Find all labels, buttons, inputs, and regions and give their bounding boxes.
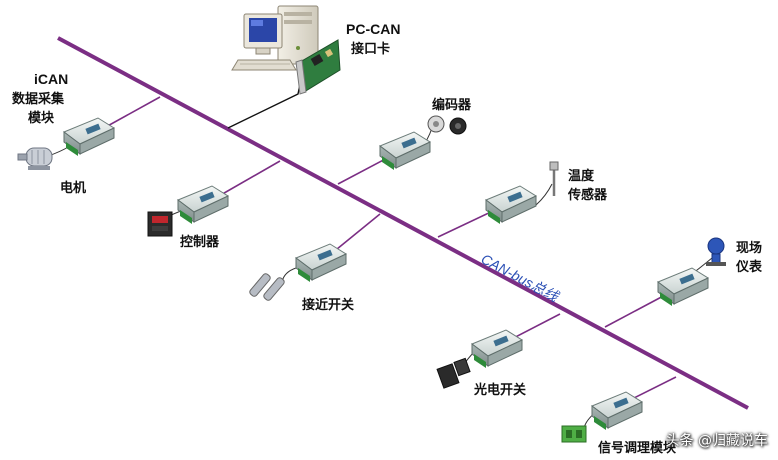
ican-module-6 [656,267,710,306]
can-interface-card-icon [295,39,341,95]
watermark: 头条 @归藏说车 [665,433,768,449]
signal-conditioning-label: 信号调理模块 [598,440,677,456]
ican-module-7 [470,329,524,368]
temperature-sensor-icon [549,161,559,196]
can-bus-line [57,36,749,410]
ican-module-3 [294,243,348,282]
field-instrument-icon [706,237,726,266]
pc-connection-line [227,74,303,129]
field-instrument-label-line2: 仪表 [735,259,763,275]
ican-module-4 [378,131,432,170]
temperature-sensor-label-line2: 传感器 [567,187,608,203]
temperature-sensor-label: 温度 [568,168,595,184]
ican-module-1 [62,117,116,156]
proximity-switch-icon [249,273,285,301]
ican-label-line3: 模块 [28,110,55,126]
ican-label: iCAN [34,71,68,87]
signal-conditioning-icon [561,425,587,443]
ican-module-5 [484,185,538,224]
device-leads [47,127,713,429]
field-instrument-label: 现场 [736,241,762,256]
encoder-label: 编码器 [432,97,472,113]
controller-icon [147,211,173,237]
ican-module-2 [176,185,230,224]
ican-label-line2: 数据采集 [12,91,65,107]
motor-label: 电机 [60,180,86,196]
pc-can-sublabel: 接口卡 [351,41,390,57]
pc-can-label: PC-CAN [346,21,400,37]
pc-computer-icon [231,5,319,71]
proximity-switch-label: 接近开关 [302,297,354,313]
can-bus-label: CAN-bus总线 [479,251,563,306]
photoelectric-switch-icon [436,357,471,389]
motor-icon [17,147,53,170]
encoder-icon [427,115,467,135]
controller-label: 控制器 [180,234,220,250]
branch-lines [103,96,685,406]
ican-module-8 [590,391,644,430]
photoelectric-switch-label: 光电开关 [473,382,526,398]
